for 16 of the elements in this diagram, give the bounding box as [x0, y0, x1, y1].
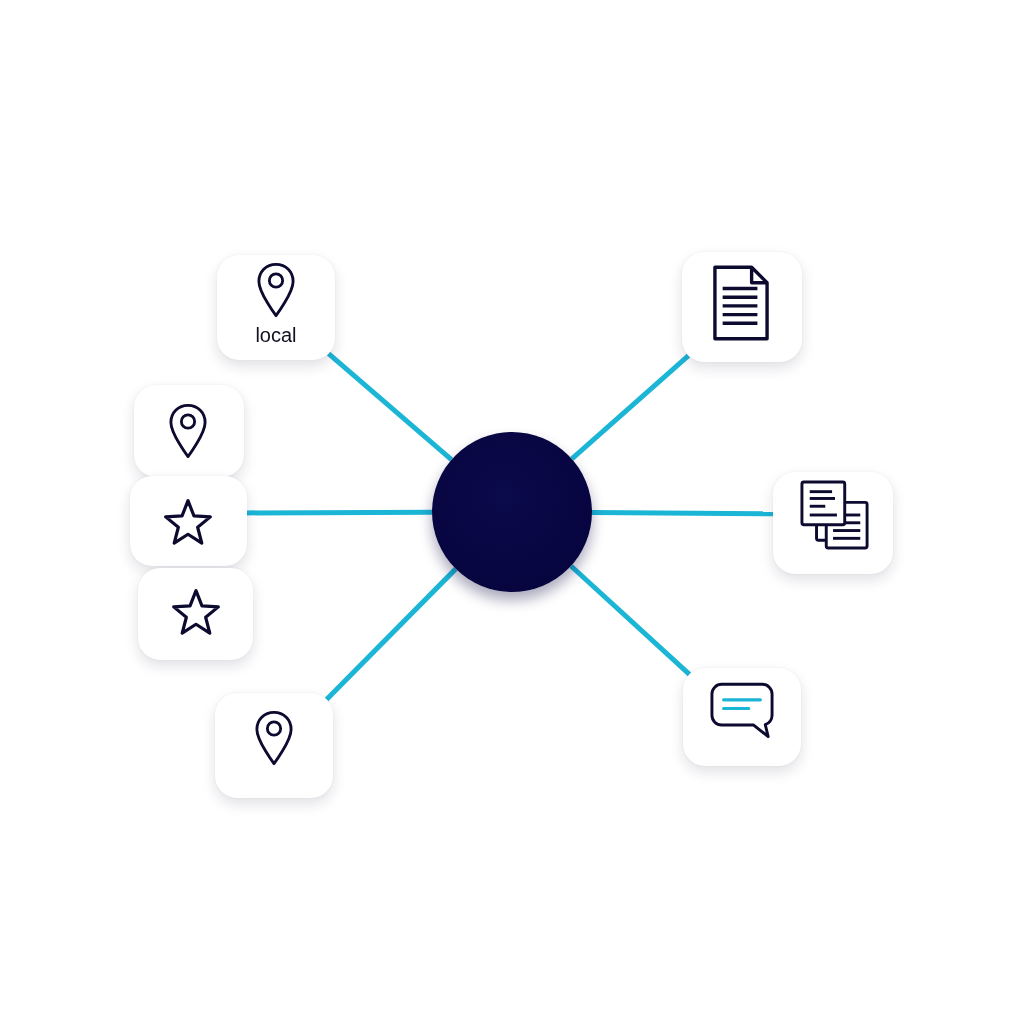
connector-line — [569, 564, 692, 677]
connector-line — [570, 353, 691, 461]
connector-line — [592, 510, 773, 517]
connector-line — [324, 567, 458, 702]
connector-line — [247, 509, 432, 516]
hub-circle — [432, 432, 592, 592]
connector-line — [326, 351, 454, 462]
icon-card — [215, 693, 333, 798]
icon-card — [683, 668, 801, 766]
icon-card — [773, 472, 893, 574]
card-label: local — [255, 323, 297, 347]
icon-card — [130, 476, 247, 566]
icon-card — [217, 255, 335, 360]
icon-card — [134, 385, 244, 477]
icon-card — [682, 252, 802, 362]
icon-card — [138, 568, 253, 660]
